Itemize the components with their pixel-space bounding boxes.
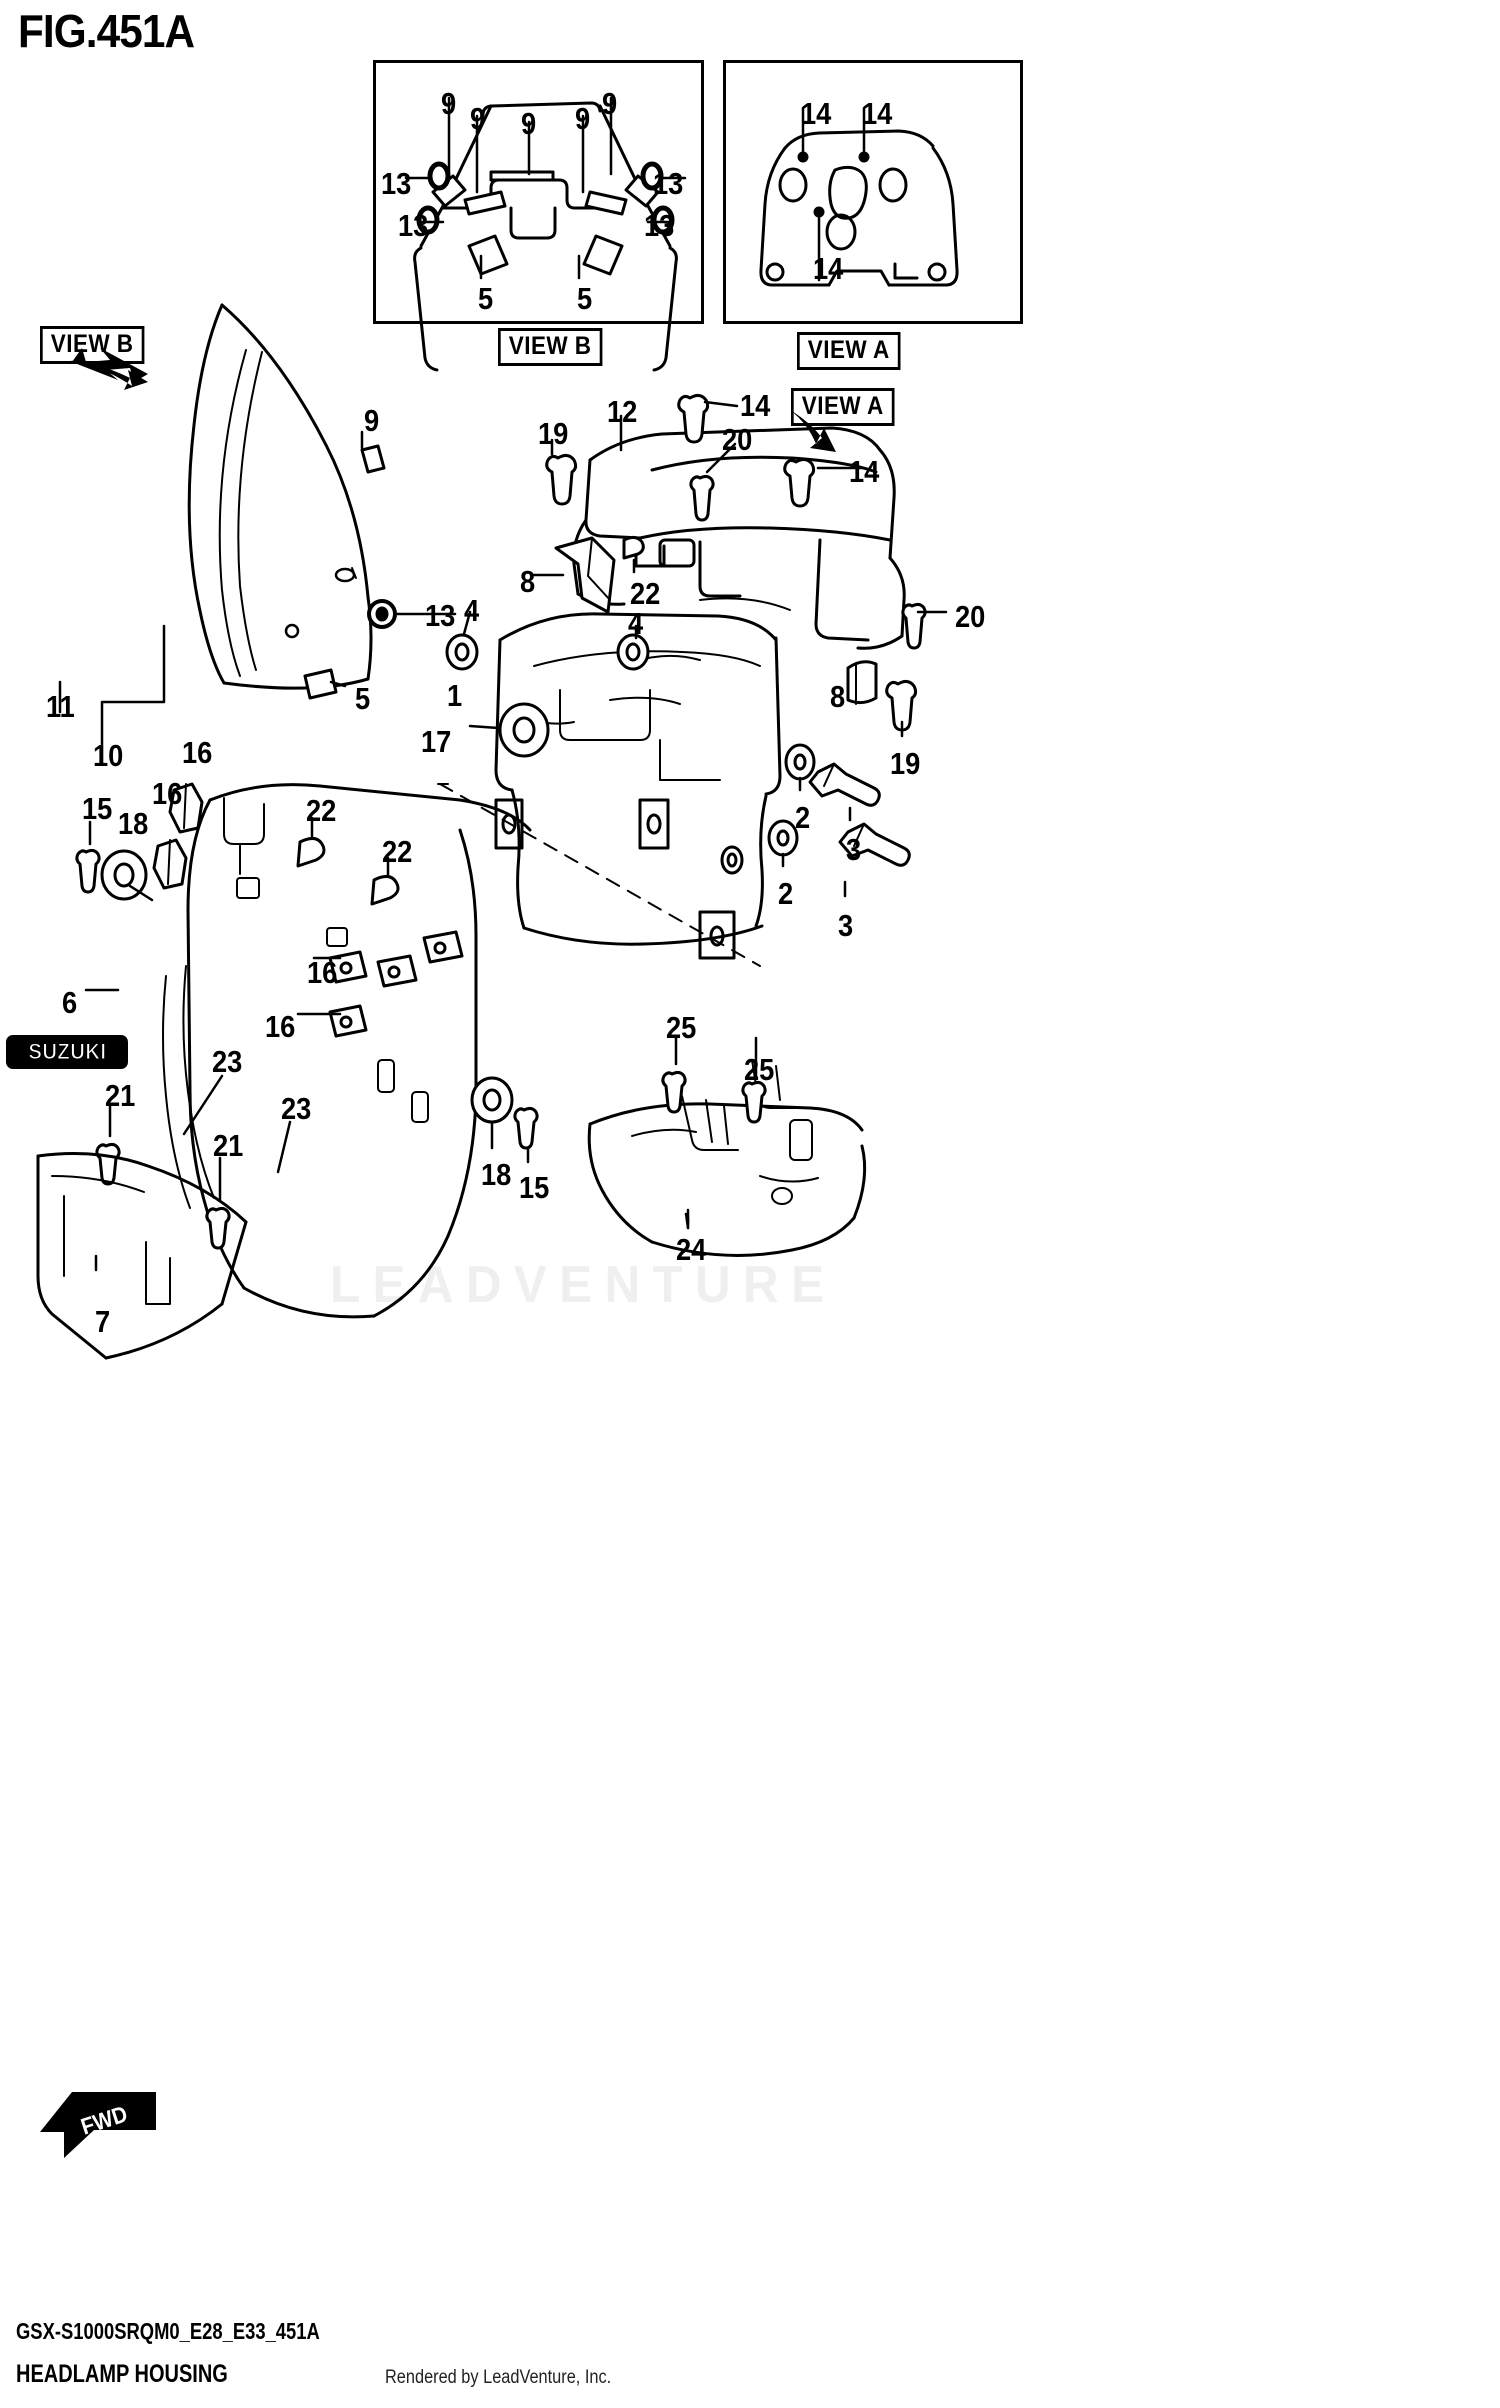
callout-main-23-33[interactable]: 23: [281, 1091, 312, 1126]
footer-figure-name: HEADLAMP HOUSING: [16, 2360, 228, 2388]
callout-main-2-27[interactable]: 2: [778, 876, 794, 911]
callout-main-6-31[interactable]: 6: [62, 985, 78, 1020]
callout-inset-b-9-2[interactable]: 9: [521, 106, 537, 141]
callout-main-22-24[interactable]: 22: [382, 834, 413, 869]
bracket-8-artwork: [531, 536, 878, 705]
callout-main-23-32[interactable]: 23: [212, 1044, 243, 1079]
view-tag-a-main[interactable]: VIEW A: [791, 388, 895, 426]
callout-main-3-26[interactable]: 3: [846, 832, 862, 867]
callout-inset-b-9-0[interactable]: 9: [441, 86, 457, 121]
callout-main-15-21[interactable]: 15: [82, 791, 113, 826]
callout-inset-b-9-4[interactable]: 9: [602, 86, 618, 121]
callout-main-21-35[interactable]: 21: [213, 1128, 244, 1163]
callout-inset-b-5-10[interactable]: 5: [577, 281, 593, 316]
leader-lines-left: [84, 988, 690, 1226]
callout-main-13-10[interactable]: 13: [425, 598, 456, 633]
callout-main-20-4[interactable]: 20: [722, 422, 753, 457]
callout-main-17-15[interactable]: 17: [421, 724, 452, 759]
callout-main-16-19[interactable]: 16: [182, 735, 213, 770]
callout-inset-b-9-3[interactable]: 9: [575, 101, 591, 136]
footer-credit: Rendered by LeadVenture, Inc.: [385, 2367, 612, 2388]
callout-inset-b-9-1[interactable]: 9: [470, 101, 486, 136]
callout-inset-b-13-5[interactable]: 13: [381, 166, 412, 201]
callout-main-7-41[interactable]: 7: [95, 1304, 111, 1339]
callout-main-8-6[interactable]: 8: [520, 564, 536, 599]
view-b-inset-frame: [373, 60, 704, 324]
suzuki-emblem: SUZUKI: [6, 1035, 128, 1069]
callout-inset-a-14-0[interactable]: 14: [801, 96, 832, 131]
duct-24-artwork: [587, 1034, 867, 1257]
main-housing-artwork: [437, 535, 782, 967]
callout-main-18-22[interactable]: 18: [118, 806, 149, 841]
callout-main-16-20[interactable]: 16: [152, 776, 183, 811]
callout-main-12-2[interactable]: 12: [607, 394, 638, 429]
callout-main-18-36[interactable]: 18: [481, 1157, 512, 1192]
callout-main-21-34[interactable]: 21: [105, 1078, 136, 1113]
fwd-direction-marker: FWD: [38, 2090, 163, 2162]
callout-main-19-16[interactable]: 19: [890, 746, 921, 781]
callout-main-25-39[interactable]: 25: [744, 1052, 775, 1087]
view-a-inset-frame: [723, 60, 1023, 324]
callout-main-1-12[interactable]: 1: [447, 678, 463, 713]
callout-main-16-30[interactable]: 16: [265, 1009, 296, 1044]
watermark-text: LEADVENTURE: [330, 1256, 837, 1314]
callout-main-25-38[interactable]: 25: [666, 1010, 697, 1045]
callout-main-14-5[interactable]: 14: [849, 454, 880, 489]
callout-main-22-23[interactable]: 22: [306, 793, 337, 828]
callout-main-2-25[interactable]: 2: [795, 800, 811, 835]
callout-main-3-28[interactable]: 3: [838, 908, 854, 943]
callout-main-10-18[interactable]: 10: [93, 738, 124, 773]
suzuki-emblem-text: SUZUKI: [27, 1039, 107, 1065]
footer-part-code: GSX-S1000SRQM0_E28_E33_451A: [16, 2318, 320, 2344]
callout-inset-b-13-6[interactable]: 13: [653, 166, 684, 201]
callout-main-11-17[interactable]: 11: [46, 689, 75, 724]
callout-inset-b-5-9[interactable]: 5: [478, 281, 494, 316]
washer-bolt-artwork: [767, 743, 911, 898]
callout-main-24-40[interactable]: 24: [676, 1232, 707, 1267]
view-tag-b-inset[interactable]: VIEW B: [498, 328, 603, 366]
callout-main-22-7[interactable]: 22: [630, 576, 661, 611]
view-tag-b-main[interactable]: VIEW B: [40, 326, 145, 364]
callout-main-8-13[interactable]: 8: [830, 679, 846, 714]
callout-main-5-14[interactable]: 5: [355, 681, 371, 716]
callout-inset-a-14-1[interactable]: 14: [862, 96, 893, 131]
callout-main-20-9[interactable]: 20: [955, 599, 986, 634]
callout-inset-a-14-2[interactable]: 14: [813, 251, 844, 286]
callout-main-4-11[interactable]: 4: [464, 593, 480, 628]
view-tag-a-inset[interactable]: VIEW A: [797, 332, 901, 370]
callout-main-14-3[interactable]: 14: [740, 388, 771, 423]
callout-main-4-8[interactable]: 4: [628, 606, 644, 641]
windscreen-artwork: [58, 303, 457, 766]
callout-main-19-1[interactable]: 19: [538, 416, 569, 451]
callout-main-16-29[interactable]: 16: [307, 955, 338, 990]
callout-inset-b-13-8[interactable]: 13: [644, 208, 675, 243]
callout-main-15-37[interactable]: 15: [519, 1170, 550, 1205]
figure-title: FIG.451A: [18, 5, 195, 57]
callout-inset-b-13-7[interactable]: 13: [398, 208, 429, 243]
callout-main-9-0[interactable]: 9: [364, 403, 380, 438]
